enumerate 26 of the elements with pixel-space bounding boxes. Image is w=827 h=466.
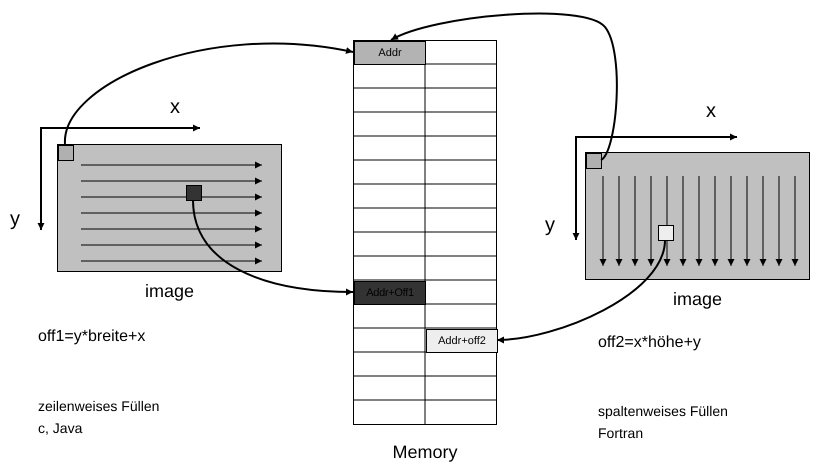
cell-text: Addr <box>377 46 403 61</box>
axis-label: y <box>545 214 555 237</box>
pixel-square <box>658 225 674 241</box>
note: Fortran <box>598 425 644 441</box>
image-label: image <box>672 289 722 310</box>
memory-cell <box>426 329 498 353</box>
formula: off1=y*breite+x <box>38 328 146 346</box>
connector-arrow <box>390 12 618 161</box>
memory-cell <box>354 281 426 305</box>
pixel-square <box>58 145 74 161</box>
formula: off2=x*höhe+y <box>598 334 701 352</box>
connector-arrow <box>496 240 666 344</box>
note: c, Java <box>38 420 82 436</box>
image-label: image <box>144 281 194 302</box>
note: spaltenweises Füllen <box>598 403 728 419</box>
axis-label: x <box>170 96 180 119</box>
note: zeilenweises Füllen <box>38 398 160 414</box>
connector-arrow <box>64 42 354 144</box>
axis-label: y <box>10 208 20 231</box>
memory-cell <box>354 41 426 65</box>
cell-text: Addr+off2 <box>437 334 487 349</box>
axis-label: x <box>706 100 716 123</box>
pixel-square <box>586 153 602 169</box>
memory-label: Memory <box>392 442 458 463</box>
pixel-square <box>186 185 202 201</box>
connector-arrow <box>192 200 354 296</box>
